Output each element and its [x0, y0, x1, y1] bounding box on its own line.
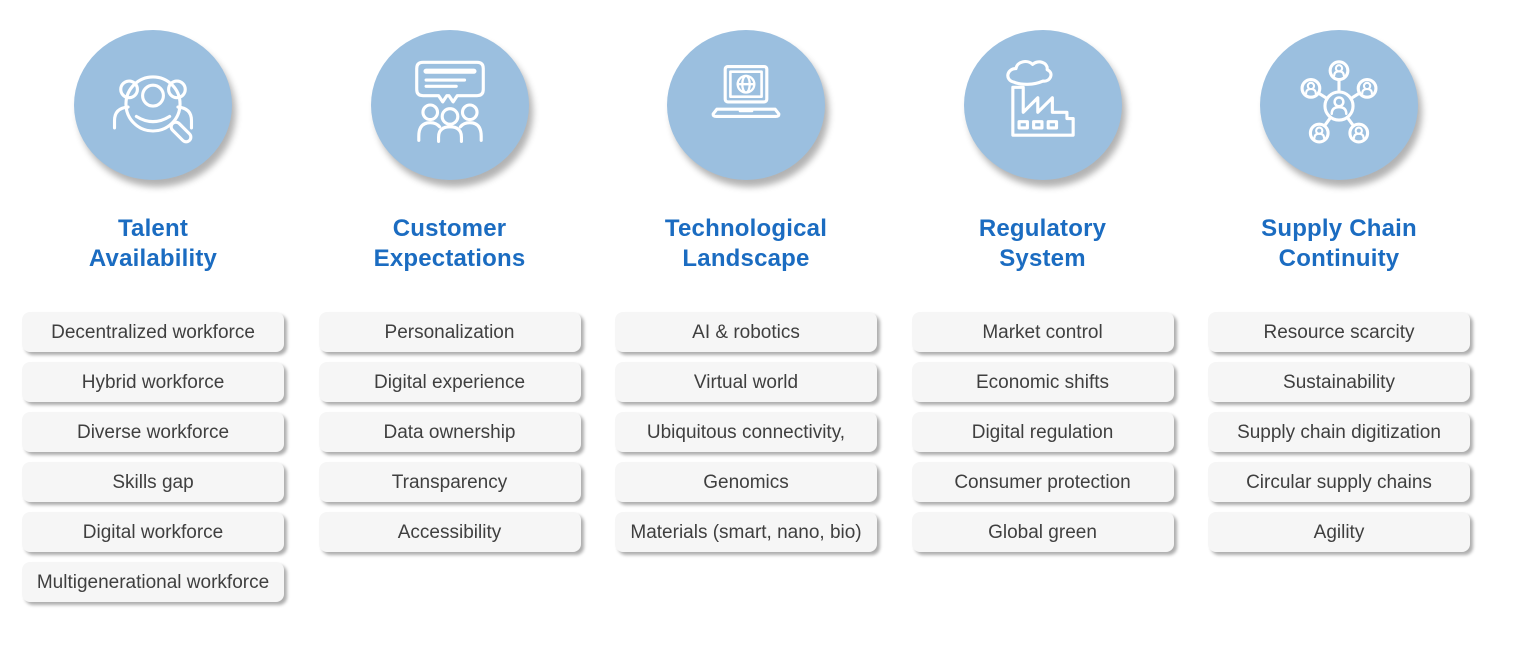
- category-title-talent: Talent Availability: [89, 210, 217, 278]
- item-card: Agility: [1208, 512, 1470, 552]
- item-card: Skills gap: [22, 462, 284, 502]
- column-regulatory-system: Regulatory System Market control Economi…: [911, 0, 1174, 659]
- item-card: Ubiquitous connectivity,: [615, 412, 877, 452]
- category-title-technology: Technological Landscape: [665, 210, 827, 278]
- category-title-supply-chain: Supply Chain Continuity: [1261, 210, 1417, 278]
- talent-items-list: Decentralized workforce Hybrid workforce…: [22, 312, 284, 602]
- title-line: Continuity: [1278, 245, 1400, 272]
- title-line: Talent: [117, 215, 189, 242]
- title-line: Landscape: [682, 245, 810, 272]
- item-card: Transparency: [318, 462, 581, 502]
- item-card: Economic shifts: [911, 362, 1174, 402]
- network-people-icon: [1300, 60, 1378, 144]
- item-card: Materials (smart, nano, bio): [615, 512, 877, 552]
- category-title-regulatory: Regulatory System: [979, 210, 1106, 278]
- item-card: Multigenerational workforce: [22, 562, 284, 602]
- column-supply-chain-continuity: Supply Chain Continuity Resource scarcit…: [1208, 0, 1470, 659]
- title-line: Expectations: [373, 245, 526, 272]
- technology-icon-circle: [667, 30, 825, 180]
- item-card: Hybrid workforce: [22, 362, 284, 402]
- title-line: Technological: [664, 215, 828, 242]
- supply-chain-icon-circle: [1260, 30, 1418, 180]
- item-card: Accessibility: [318, 512, 581, 552]
- category-title-customer: Customer Expectations: [374, 210, 526, 278]
- column-technological-landscape: Technological Landscape AI & robotics Vi…: [615, 0, 877, 659]
- item-card: Digital experience: [318, 362, 581, 402]
- item-card: Digital workforce: [22, 512, 284, 552]
- laptop-globe-icon: [711, 64, 781, 118]
- item-card: Sustainability: [1208, 362, 1470, 402]
- column-customer-expectations: Customer Expectations Personalization Di…: [318, 0, 581, 659]
- item-card: Market control: [911, 312, 1174, 352]
- item-card: Supply chain digitization: [1208, 412, 1470, 452]
- column-talent-availability: Talent Availability Decentralized workfo…: [22, 0, 284, 659]
- item-card: Genomics: [615, 462, 877, 502]
- item-card: Personalization: [318, 312, 581, 352]
- supply-chain-items-list: Resource scarcity Sustainability Supply …: [1208, 312, 1470, 552]
- title-line: Regulatory: [978, 215, 1107, 242]
- item-card: Diverse workforce: [22, 412, 284, 452]
- item-card: Virtual world: [615, 362, 877, 402]
- talent-search-icon: [112, 75, 194, 144]
- customer-items-list: Personalization Digital experience Data …: [318, 312, 581, 552]
- technology-items-list: AI & robotics Virtual world Ubiquitous c…: [615, 312, 877, 552]
- title-line: System: [999, 245, 1086, 272]
- item-card: Resource scarcity: [1208, 312, 1470, 352]
- customer-feedback-icon: [414, 60, 485, 143]
- regulatory-items-list: Market control Economic shifts Digital r…: [911, 312, 1174, 552]
- item-card: Circular supply chains: [1208, 462, 1470, 502]
- talent-icon-circle: [74, 30, 232, 180]
- item-card: Decentralized workforce: [22, 312, 284, 352]
- title-line: Customer: [392, 215, 507, 242]
- item-card: Consumer protection: [911, 462, 1174, 502]
- item-card: AI & robotics: [615, 312, 877, 352]
- title-line: Supply Chain: [1261, 215, 1417, 242]
- customer-icon-circle: [370, 30, 529, 180]
- item-card: Global green: [911, 512, 1174, 552]
- regulatory-icon-circle: [963, 30, 1122, 180]
- item-card: Digital regulation: [911, 412, 1174, 452]
- title-line: Availability: [88, 245, 218, 272]
- item-card: Data ownership: [318, 412, 581, 452]
- factory-icon: [1005, 60, 1075, 137]
